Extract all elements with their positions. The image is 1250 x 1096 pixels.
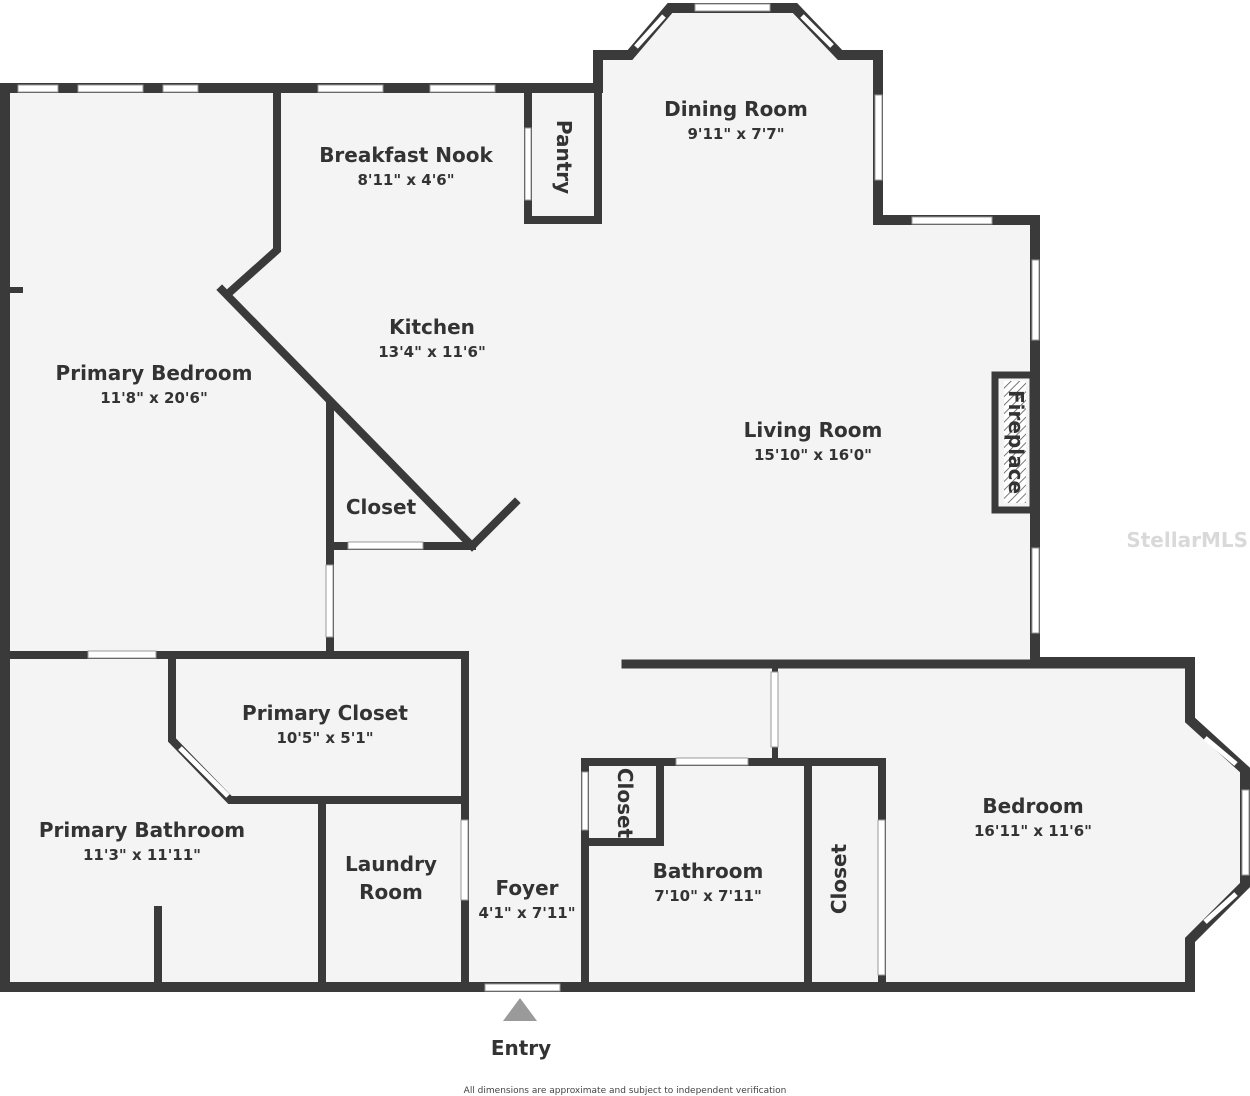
closet-2-name: Closet: [613, 768, 637, 839]
dining-room-dimensions: 9'11" x 7'7": [687, 125, 784, 143]
bathroom-dimensions: 7'10" x 7'11": [654, 887, 762, 905]
primary-bedroom-dimensions: 11'8" x 20'6": [100, 389, 208, 407]
fireplace-name: Fireplace: [1004, 390, 1028, 494]
laundry-room-name-line1: Laundry: [345, 852, 437, 876]
angled-windows: [178, 14, 1238, 924]
closet-3-name: Closet: [827, 843, 851, 914]
foyer-dimensions: 4'1" x 7'11": [478, 904, 575, 922]
fireplace-hearth: [1004, 381, 1026, 503]
disclaimer-text: All dimensions are approximate and subje…: [464, 1086, 787, 1096]
primary-closet-name: Primary Closet: [242, 701, 408, 725]
foyer-name: Foyer: [495, 876, 558, 900]
living-room-name: Living Room: [744, 418, 883, 442]
primary-bedroom-name: Primary Bedroom: [56, 361, 253, 385]
bathroom-name: Bathroom: [653, 859, 764, 883]
dining-room-name: Dining Room: [664, 97, 808, 121]
watermark-text: StellarMLS: [1126, 528, 1248, 552]
primary-bathroom-name: Primary Bathroom: [39, 818, 245, 842]
living-room-dimensions: 15'10" x 16'0": [754, 446, 872, 464]
kitchen-name: Kitchen: [389, 315, 475, 339]
breakfast-nook-name: Breakfast Nook: [319, 143, 493, 167]
breakfast-nook-dimensions: 8'11" x 4'6": [357, 171, 454, 189]
floor-area: [5, 8, 1245, 987]
kitchen-dimensions: 13'4" x 11'6": [378, 343, 486, 361]
primary-closet-dimensions: 10'5" x 5'1": [276, 729, 373, 747]
bedroom-dimensions: 16'11" x 11'6": [974, 822, 1092, 840]
entry-label: Entry: [491, 1036, 551, 1060]
primary-bathroom-dimensions: 11'3" x 11'11": [83, 846, 201, 864]
entry-arrow-icon: [503, 998, 537, 1021]
bedroom-name: Bedroom: [982, 794, 1083, 818]
closet-1-name: Closet: [346, 495, 417, 519]
laundry-room-name-line2: Room: [359, 880, 423, 904]
pantry-name: Pantry: [552, 120, 576, 194]
openings: [17, 3, 1250, 992]
